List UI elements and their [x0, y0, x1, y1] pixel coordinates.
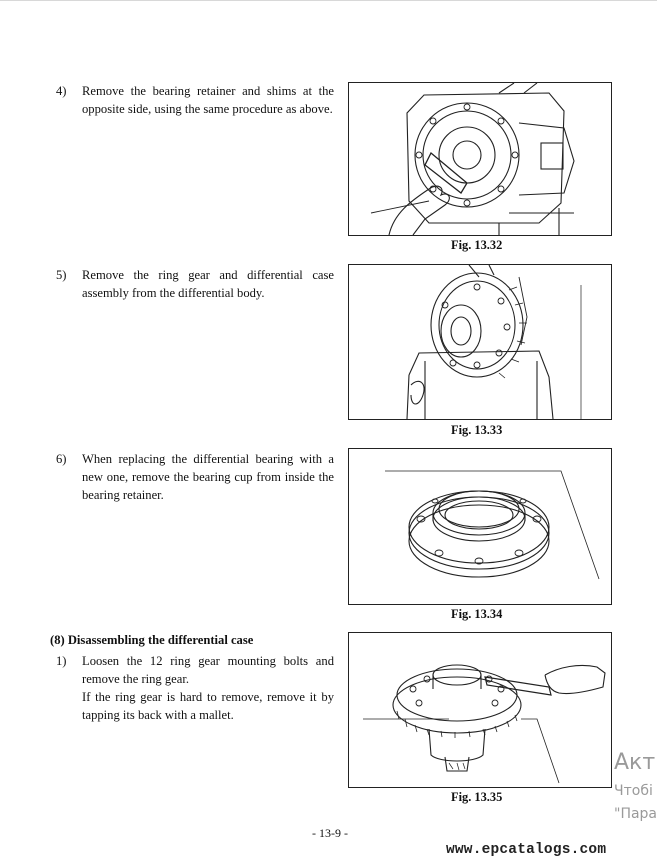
step-line: If the ring gear is hard to remove, remo…	[82, 690, 334, 704]
step-line: bearing retainer.	[82, 488, 164, 502]
step-line: remove the ring gear.	[82, 672, 190, 686]
step-number: 5)	[56, 268, 67, 282]
page-number: - 13-9 -	[312, 826, 348, 840]
step-number: 4)	[56, 84, 67, 98]
activation-overlay-line: "Пара	[614, 806, 657, 822]
watermark-url: www.epcatalogs.com	[446, 842, 607, 858]
activation-overlay-line: Чтобі	[614, 783, 653, 799]
step-line: Remove the bearing retainer and shims at…	[82, 84, 334, 98]
step-line: When replacing the differential bearing …	[82, 452, 334, 466]
step-line: opposite side, using the same procedure …	[82, 102, 333, 116]
activation-overlay-line: Акті	[614, 750, 657, 775]
page-top-edge	[0, 0, 657, 1]
step-line: new one, remove the bearing cup from ins…	[82, 470, 334, 484]
figure-caption: Fig. 13.35	[451, 790, 503, 804]
figure-caption: Fig. 13.32	[451, 238, 503, 252]
figure-13-33	[348, 264, 612, 420]
step-line: Remove the ring gear and differential ca…	[82, 268, 334, 282]
section-heading: (8) Disassembling the differential case	[50, 633, 254, 647]
step-line: tapping its back with a mallet.	[82, 708, 234, 722]
step-line: Loosen the 12 ring gear mounting bolts a…	[82, 654, 334, 668]
ring-gear-differential-illustration	[406, 265, 582, 419]
bearing-retainer-cup-illustration	[385, 470, 600, 580]
figure-13-34	[348, 448, 612, 605]
axle-housing-retainer-illustration	[370, 83, 575, 235]
ring-gear-bolt-removal-illustration	[363, 664, 606, 784]
step-number: 6)	[56, 452, 67, 466]
figure-13-35	[348, 632, 612, 788]
figure-13-32	[348, 82, 612, 236]
figure-caption: Fig. 13.33	[451, 423, 503, 437]
figure-caption: Fig. 13.34	[451, 607, 503, 621]
step-number: 1)	[56, 654, 67, 668]
step-line: assembly from the differential body.	[82, 286, 265, 300]
